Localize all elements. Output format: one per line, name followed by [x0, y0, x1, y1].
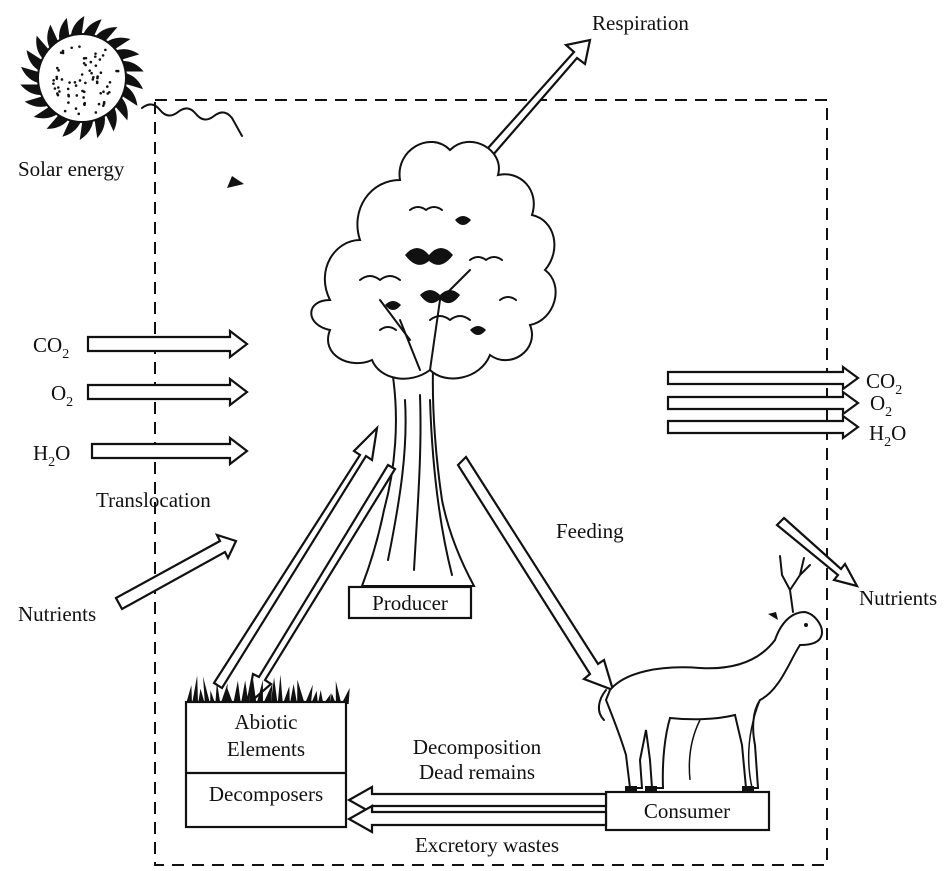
co2-input-label: CO2 — [33, 333, 69, 362]
h2o-output-arrow — [666, 413, 860, 441]
sun-icon — [20, 16, 144, 140]
h2o-output-label: H2O — [869, 421, 906, 450]
tree-icon — [310, 140, 557, 587]
consumer-box — [604, 790, 771, 832]
abiotic-to-producer-arrow — [212, 424, 379, 690]
co2-input-arrow — [86, 328, 249, 360]
excretory-wastes-label: Excretory wastes — [415, 833, 559, 857]
input-arrows — [86, 328, 249, 467]
nutrients-left-label: Nutrients — [18, 602, 96, 626]
output-arrows — [666, 364, 860, 441]
respiration-arrow — [478, 38, 592, 165]
o2-output-label: O2 — [870, 391, 892, 420]
nutrients-in-arrow — [114, 533, 238, 611]
co2-output-arrow — [666, 364, 860, 392]
decomposition-label: Decomposition — [413, 735, 542, 759]
solar-energy-label: Solar energy — [18, 157, 125, 181]
dead-remains-label: Dead remains — [419, 760, 535, 784]
h2o-input-arrow — [90, 435, 249, 467]
nutrients-out-arrow — [775, 516, 860, 588]
o2-input-arrow — [86, 376, 249, 408]
o2-output-arrow — [666, 389, 860, 417]
deer-icon — [598, 555, 824, 792]
dead-remains-arrow — [346, 785, 608, 815]
grass-icon — [186, 674, 350, 704]
excretory-wastes-arrow — [346, 804, 608, 834]
abiotic-label-line2: Elements — [227, 737, 305, 761]
h2o-input-label: H2O — [33, 441, 70, 470]
decomposers-label: Decomposers — [209, 782, 323, 806]
co2-output-label: CO2 — [866, 369, 902, 398]
abiotic-elements-box — [184, 700, 348, 829]
feeding-arrow — [456, 455, 615, 692]
producer-box — [347, 585, 473, 620]
respiration-label: Respiration — [592, 11, 689, 35]
nutrients-right-label: Nutrients — [859, 586, 937, 610]
ecosystem-boundary — [154, 99, 828, 866]
producer-label: Producer — [372, 591, 448, 615]
feeding-label: Feeding — [556, 519, 624, 543]
abiotic-label-line1: Abiotic — [235, 710, 298, 734]
solar-energy-arrow — [141, 103, 244, 188]
consumer-label: Consumer — [644, 799, 730, 823]
o2-input-label: O2 — [51, 381, 73, 410]
producer-to-abiotic-arrow — [245, 463, 397, 708]
translocation-label: Translocation — [96, 488, 211, 512]
